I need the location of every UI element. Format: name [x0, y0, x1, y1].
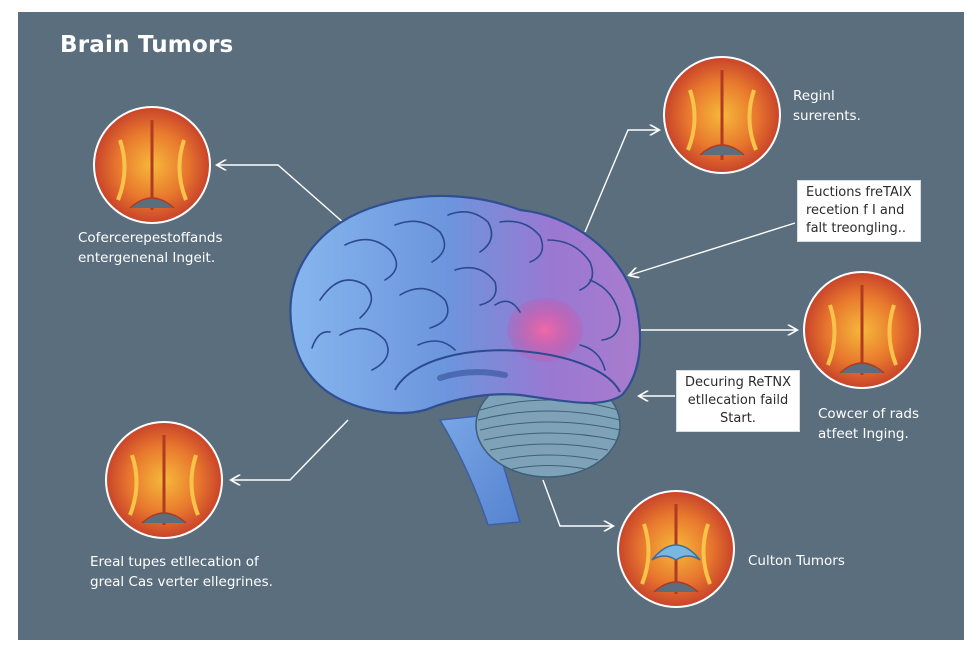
arrow-to-brain-from-box: [630, 222, 796, 275]
label-line: Reginl: [793, 88, 835, 104]
box-line: etllecation faild: [687, 393, 789, 408]
label-left-upper: Cofercerepestoffands entergenenal Ingeit…: [78, 228, 222, 268]
brain-cerebrum: [289, 194, 642, 415]
label-line: Cofercerepestoffands: [78, 230, 223, 246]
box-line: Start.: [720, 411, 756, 426]
box-line: Decuring ReTNX: [685, 375, 791, 390]
box-line: Euctions freTAIX: [806, 185, 912, 200]
tumor-highlight: [651, 544, 701, 561]
diagram-title: Brain Tumors: [60, 32, 234, 58]
scan-left-upper: [93, 106, 211, 224]
arrow-to-lower-left-scan: [232, 419, 349, 480]
scan-left-lower: [105, 421, 223, 539]
label-line: greal Cas verter ellegrines.: [90, 574, 273, 590]
box-line: falt treongling..: [806, 221, 906, 236]
connector-arrows: [218, 130, 796, 526]
arrow-to-upper-left-scan: [218, 165, 346, 225]
label-line: atfeet Inging.: [818, 426, 909, 442]
label-top-right: Reginl surerents.: [793, 86, 861, 126]
label-line: entergenenal Ingeit.: [78, 250, 216, 266]
arrow-to-top-right-scan: [584, 130, 658, 233]
label-line: Cowcer of rads: [818, 406, 920, 422]
label-bottom-right: Culton Tumors: [748, 551, 845, 571]
scan-top-right: [663, 56, 781, 174]
label-left-lower: Ereal tupes etllecation of greal Cas ver…: [90, 552, 273, 592]
label-line: Culton Tumors: [748, 553, 845, 569]
label-line: surerents.: [793, 108, 861, 124]
callout-box-right: Euctions freTAIX recetion f I and falt t…: [797, 180, 921, 242]
callout-box-center: Decuring ReTNX etllecation faild Start.: [676, 370, 800, 432]
label-line: Ereal tupes etllecation of: [90, 554, 259, 570]
scan-bottom-right: [617, 490, 735, 608]
box-line: recetion f I and: [806, 203, 905, 218]
label-right-mid: Cowcer of rads atfeet Inging.: [818, 404, 919, 444]
scan-right-mid: [803, 271, 921, 389]
arrow-to-bottom-right-scan: [542, 479, 612, 526]
tumor-region: [507, 298, 583, 362]
